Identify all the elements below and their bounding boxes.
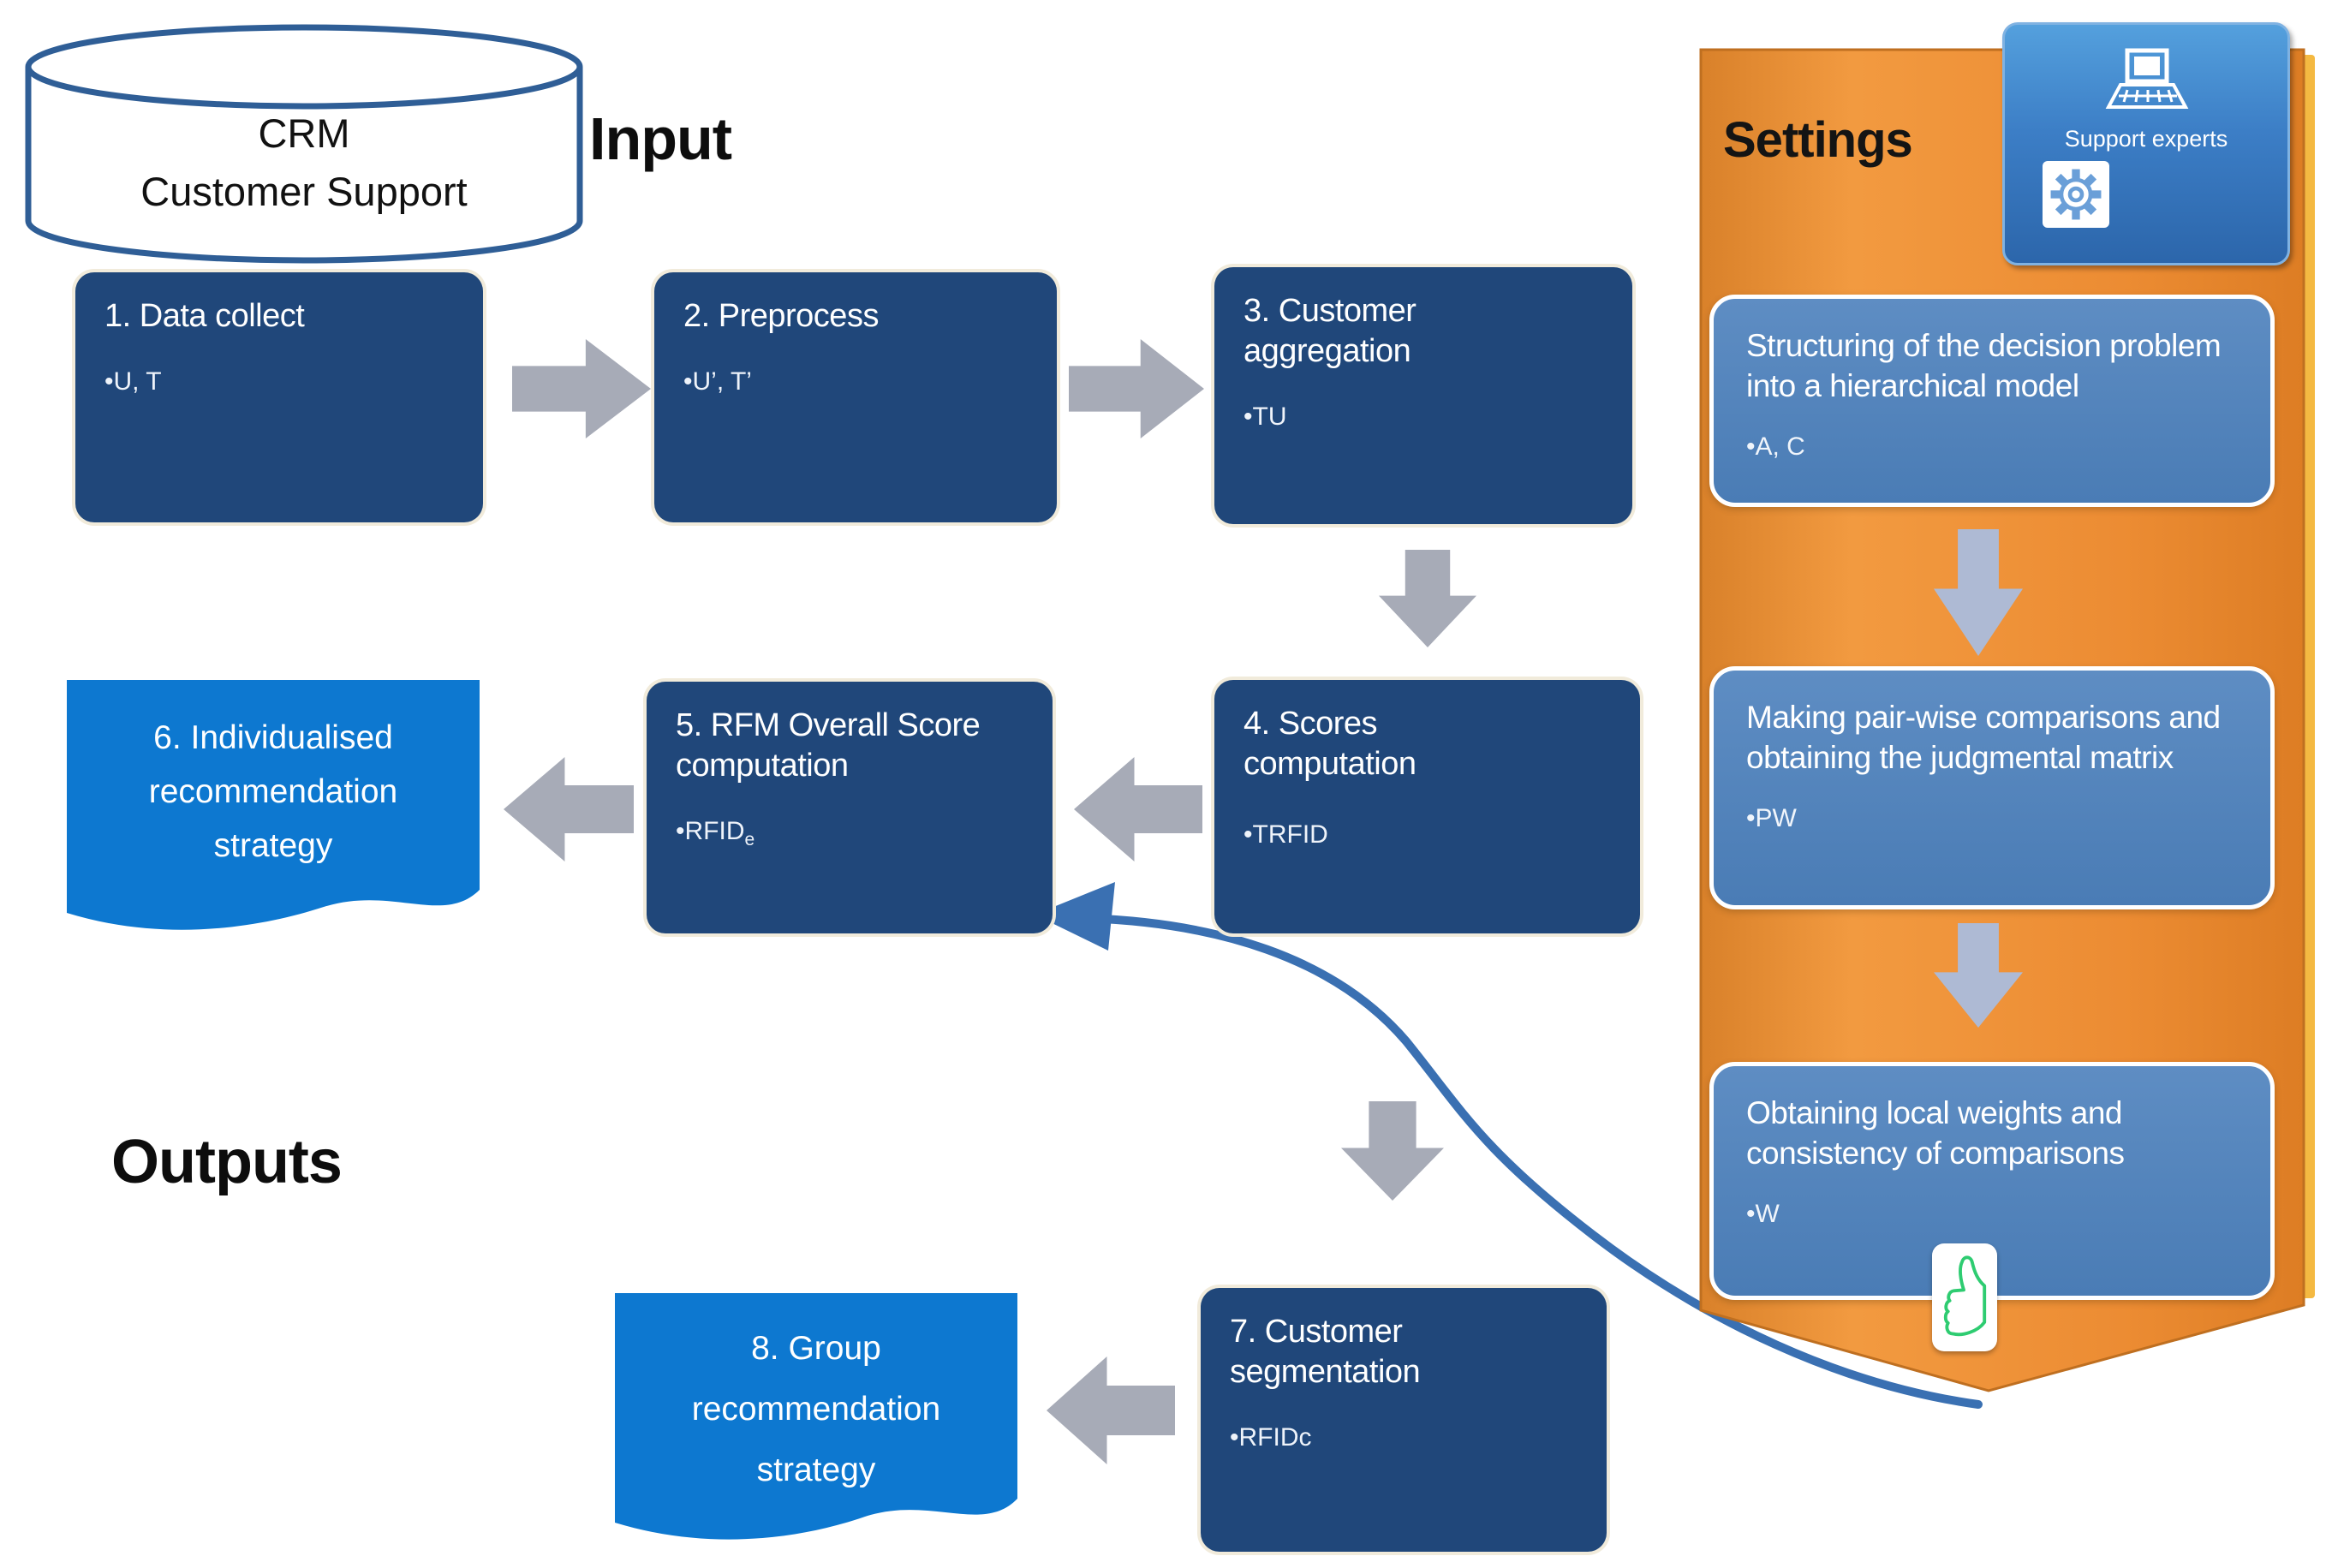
settings-panel-gold-edge: [2302, 55, 2315, 1298]
step-title: 3. Customer aggregation: [1244, 293, 1416, 370]
crm-datastore: CRM Customer Support: [21, 22, 587, 271]
settings-section-label: Settings: [1723, 112, 1913, 168]
step-box-7-customer-segmentation: 7. Customer segmentation •RFIDc: [1201, 1288, 1607, 1552]
output-line: recommendation: [691, 1390, 941, 1428]
output-line: 6. Individualised: [153, 719, 393, 756]
crm-datastore-label: CRM Customer Support: [21, 22, 587, 271]
wave-shape: [67, 680, 480, 930]
output-box-text: 6. Individualised recommendation strateg…: [67, 680, 480, 947]
support-experts-box: Support experts: [2002, 22, 2290, 265]
settings-step-text: Structuring of the decision problem into…: [1746, 328, 2222, 403]
feedback-curve-arrow: [1035, 882, 1983, 1409]
output-box-8-group-strategy: 8. Group recommendation strategy: [615, 1293, 1017, 1555]
output-line: strategy: [213, 827, 333, 865]
support-experts-label: Support experts: [2064, 126, 2228, 152]
step-bullet: •RFIDe: [676, 817, 755, 850]
step-bullet-subscript: e: [744, 830, 755, 850]
gear-icon: [2043, 161, 2109, 228]
output-line: 8. Group: [751, 1330, 881, 1367]
step-box-3-customer-aggregation: 3. Customer aggregation •TU: [1214, 267, 1632, 524]
settings-step-bullet: •A, C: [1746, 432, 1805, 461]
step-title: 4. Scores computation: [1244, 706, 1416, 783]
output-box-6-individualised-strategy: 6. Individualised recommendation strateg…: [67, 680, 480, 947]
step-title: 5. RFM Overall Score computation: [676, 707, 981, 784]
settings-step-text: Obtaining local weights and consistency …: [1746, 1095, 2125, 1171]
thumbs-up-icon: [1932, 1243, 1997, 1351]
step-bullet: •RFIDc: [1230, 1423, 1312, 1452]
step-bullet: •TRFID: [1244, 820, 1328, 850]
settings-step-bullet: •W: [1746, 1199, 1780, 1228]
output-line: strategy: [756, 1451, 876, 1488]
settings-step-3-local-weights: Obtaining local weights and consistency …: [1709, 1062, 2275, 1300]
input-section-label: Input: [589, 105, 732, 172]
step-box-2-preprocess: 2. Preprocess •U’, T’: [654, 272, 1057, 522]
step-bullet: •U, T: [104, 367, 162, 396]
settings-step-bullet: •PW: [1746, 803, 1797, 832]
crm-line1: CRM: [258, 110, 350, 156]
settings-step-2-pairwise-comparisons: Making pair-wise comparisons and obtaini…: [1709, 666, 2275, 909]
settings-step-1-structuring: Structuring of the decision problem into…: [1709, 295, 2275, 507]
step-title: 7. Customer segmentation: [1230, 1314, 1421, 1391]
output-line: recommendation: [148, 773, 398, 811]
step-bullet: •TU: [1244, 402, 1287, 432]
step-title: 2. Preprocess: [683, 298, 879, 334]
database-cylinder-icon: [25, 24, 583, 264]
wave-shape: [615, 1293, 1017, 1540]
step-box-5-rfm-overall-score: 5. RFM Overall Score computation •RFIDe: [647, 682, 1053, 933]
laptop-icon: [2105, 48, 2189, 109]
output-box-text: 8. Group recommendation strategy: [615, 1293, 1017, 1555]
settings-step-text: Making pair-wise comparisons and obtaini…: [1746, 700, 2221, 775]
outputs-section-label: Outputs: [111, 1128, 343, 1196]
step-box-4-scores-computation: 4. Scores computation •TRFID: [1214, 680, 1640, 933]
step-title: 1. Data collect: [104, 298, 305, 334]
step-box-1-data-collect: 1. Data collect •U, T: [75, 272, 483, 522]
step-bullet: •U’, T’: [683, 367, 752, 396]
crm-line2: Customer Support: [140, 169, 468, 215]
